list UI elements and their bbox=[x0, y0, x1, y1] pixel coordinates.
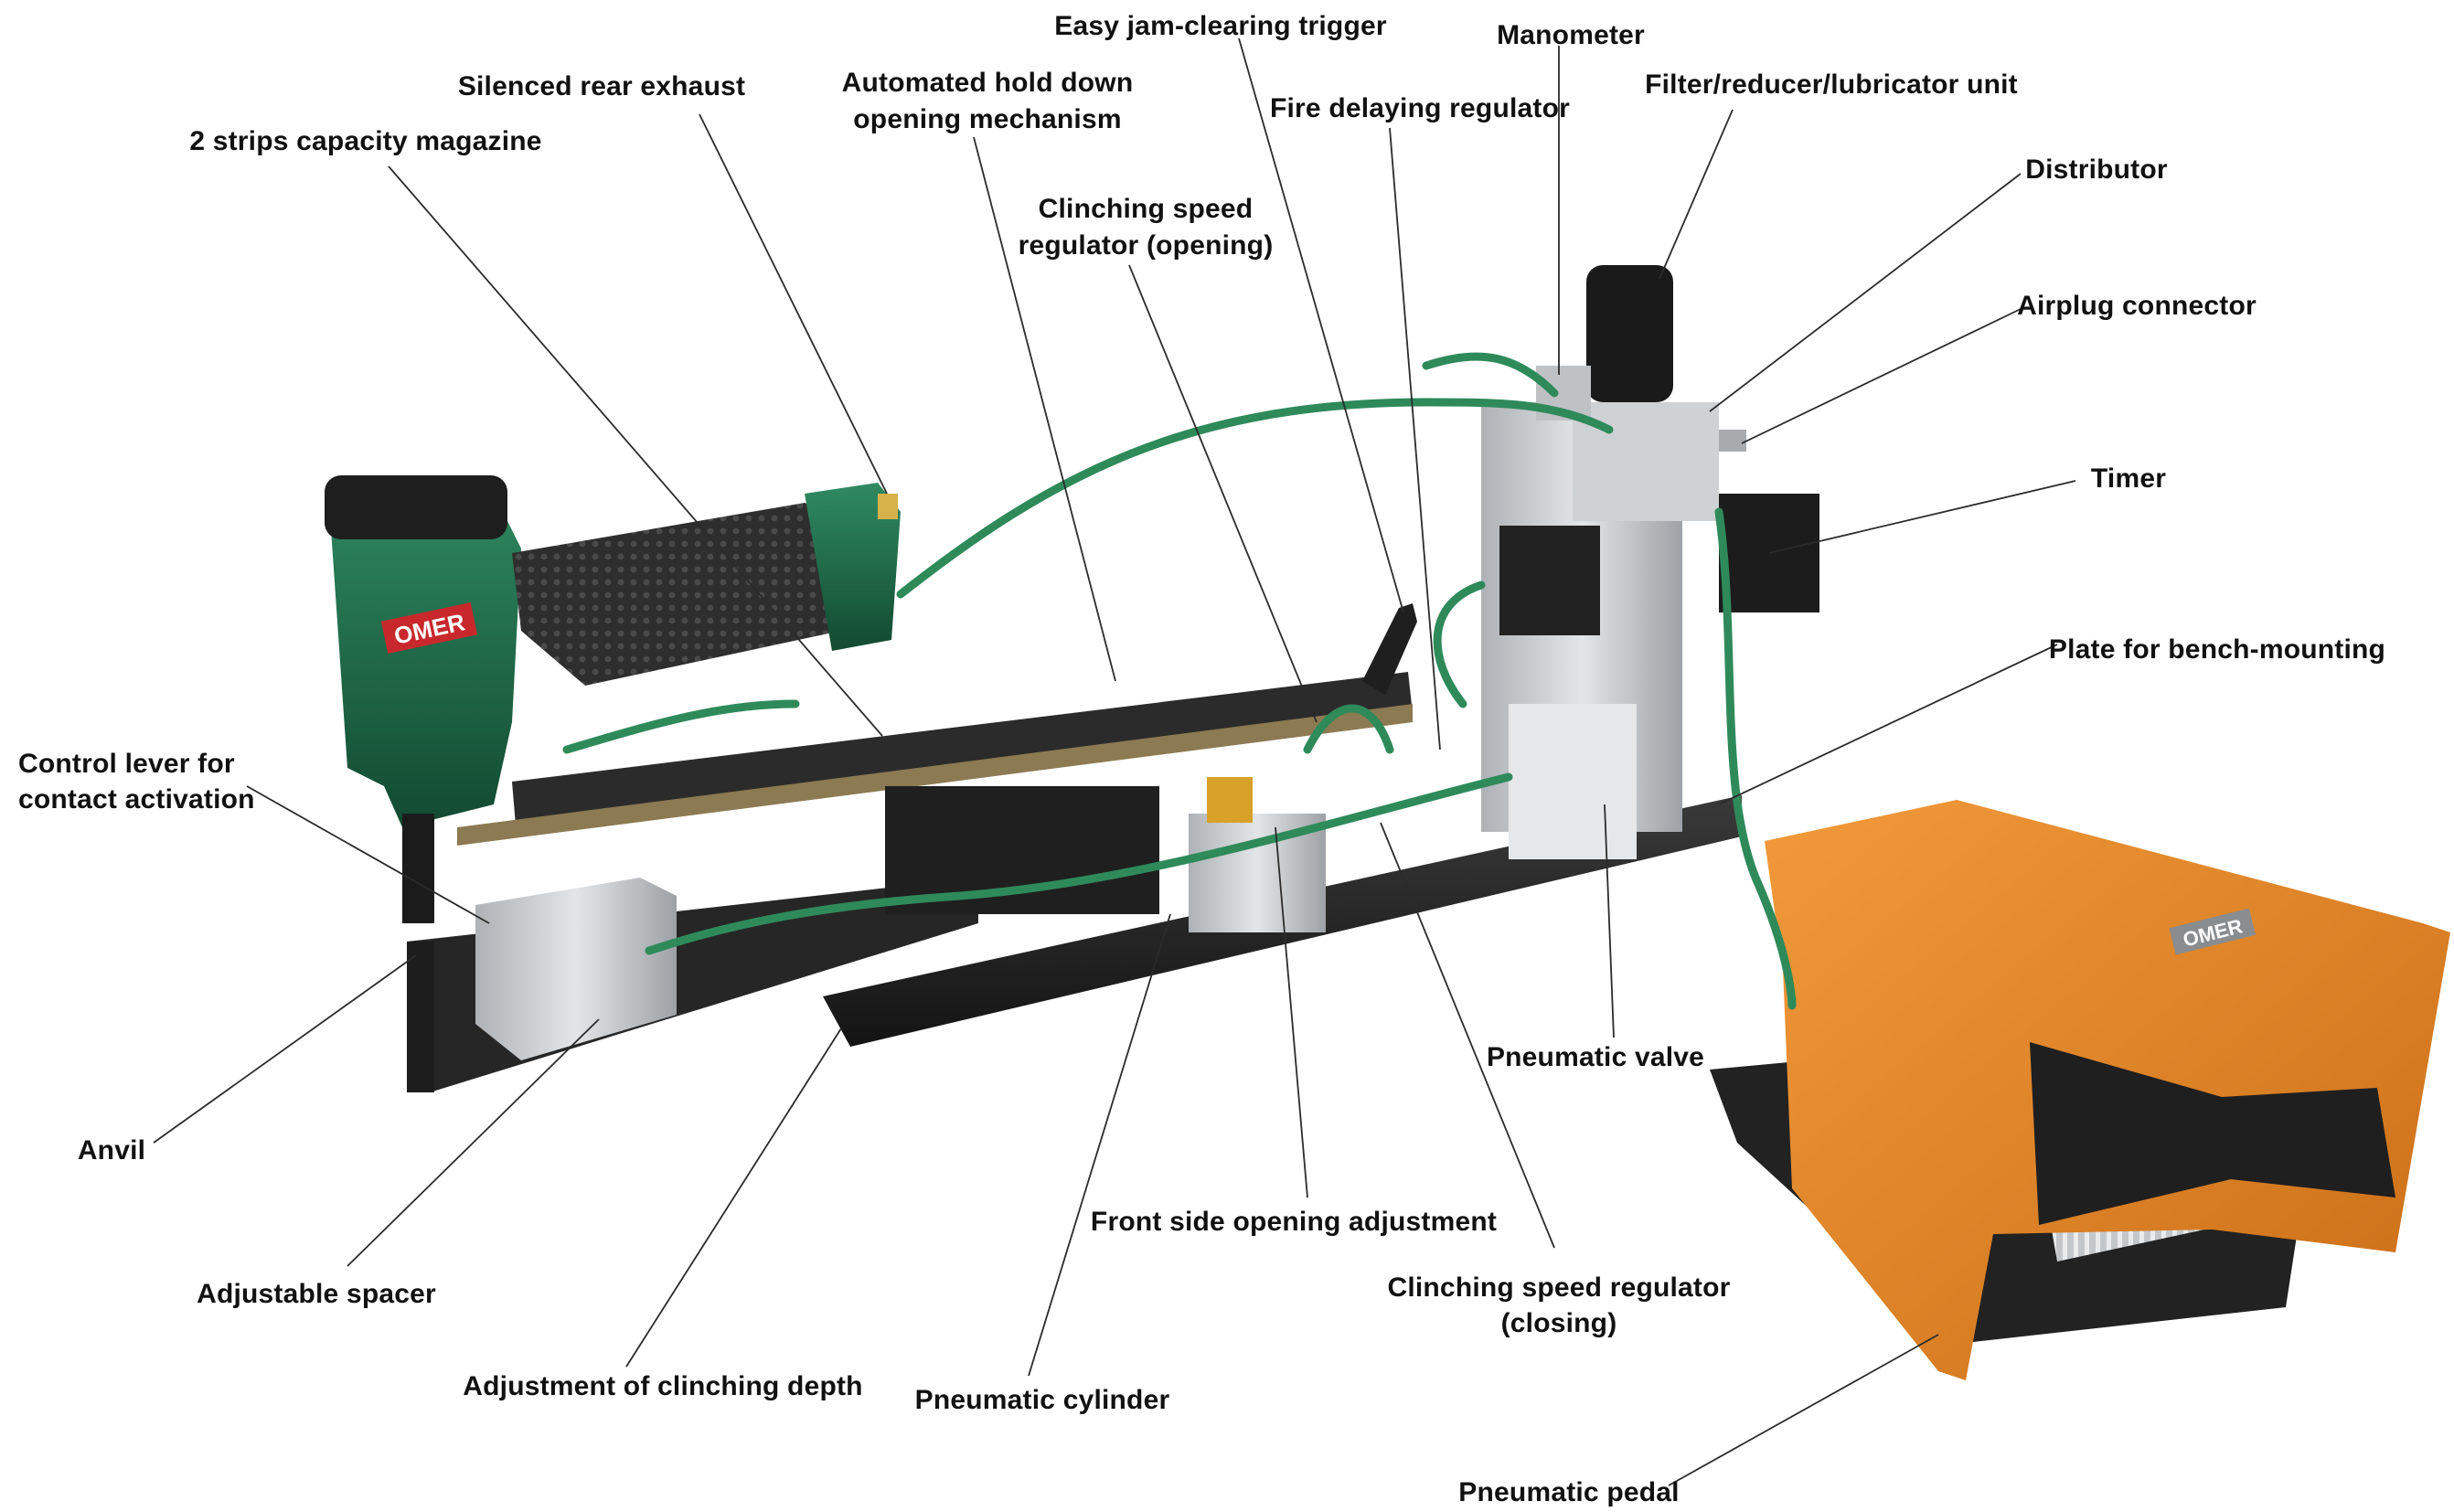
label-plate-bench-mounting: Plate for bench-mounting bbox=[2049, 634, 2385, 665]
label-clinching-speed-opening-line2: regulator (opening) bbox=[1019, 230, 1274, 261]
label-clinching-speed-opening-line1: Clinching speed bbox=[1039, 194, 1254, 224]
label-front-side-opening: Front side opening adjustment bbox=[1091, 1207, 1497, 1237]
leader-pneumatic-valve bbox=[1604, 804, 1615, 1038]
leader-lines bbox=[153, 37, 2076, 1486]
leader-control-lever bbox=[246, 785, 490, 924]
stapler-cap bbox=[325, 475, 507, 539]
stapler-handle bbox=[512, 503, 841, 686]
label-adjustable-spacer: Adjustable spacer bbox=[197, 1279, 436, 1309]
label-silenced-rear-exhaust: Silenced rear exhaust bbox=[458, 71, 745, 101]
label-pneumatic-pedal: Pneumatic pedal bbox=[1458, 1477, 1679, 1507]
pedal-guard-opening bbox=[2030, 1042, 2395, 1225]
label-pneumatic-cylinder: Pneumatic cylinder bbox=[915, 1385, 1170, 1415]
leader-filter-reducer-lubricator bbox=[1659, 109, 1734, 280]
pneumatic-valve-body bbox=[1509, 704, 1637, 859]
label-automated-hold-down-line1: Automated hold down bbox=[842, 68, 1134, 98]
magazine-strip bbox=[457, 704, 1413, 846]
label-timer: Timer bbox=[2091, 463, 2166, 494]
rear-exhaust bbox=[805, 483, 901, 651]
machine-illustration: OMER OMER bbox=[325, 265, 2450, 1380]
label-anvil: Anvil bbox=[78, 1135, 145, 1166]
leader-airplug-connector bbox=[1741, 308, 2022, 444]
label-fire-delaying-regulator: Fire delaying regulator bbox=[1270, 93, 1570, 123]
stapler-body bbox=[329, 475, 521, 827]
label-clinching-speed-closing-line1: Clinching speed regulator bbox=[1387, 1272, 1730, 1303]
leader-timer bbox=[1768, 480, 2076, 554]
leader-2-strips-magazine bbox=[388, 165, 883, 737]
label-airplug-connector: Airplug connector bbox=[2017, 291, 2257, 321]
air-hoses bbox=[562, 352, 1797, 1010]
leader-plate-bench-mounting bbox=[1718, 644, 2058, 805]
adjustable-spacer-block bbox=[475, 878, 677, 1060]
stapler-nose bbox=[402, 814, 434, 923]
leader-automated-hold-down bbox=[973, 136, 1116, 682]
leader-clinching-speed-opening bbox=[1128, 264, 1318, 723]
rear-exhaust-tip bbox=[878, 494, 898, 519]
label-control-lever-line1: Control lever for bbox=[18, 749, 235, 779]
leader-distributor bbox=[1709, 173, 2022, 412]
leader-anvil bbox=[153, 954, 417, 1144]
label-clinching-depth: Adjustment of clinching depth bbox=[463, 1371, 862, 1401]
leader-front-side-opening bbox=[1275, 826, 1308, 1198]
label-filter-reducer-lubricator: Filter/reducer/lubricator unit bbox=[1645, 69, 2018, 100]
pneumatic-pedal-illustration: OMER bbox=[1710, 800, 2450, 1380]
jam-clearing-trigger bbox=[1362, 603, 1417, 695]
leader-clinching-depth bbox=[625, 1028, 842, 1368]
clinching-depth-block bbox=[1207, 777, 1253, 823]
anvil-post bbox=[407, 942, 434, 1092]
airplug-stub bbox=[1719, 430, 1746, 452]
label-distributor: Distributor bbox=[2025, 154, 2168, 185]
label-clinching-speed-closing-line2: (closing) bbox=[1501, 1308, 1617, 1338]
label-2-strips-magazine: 2 strips capacity magazine bbox=[189, 126, 541, 156]
fire-delaying-regulator-block bbox=[1499, 526, 1600, 635]
leader-clinching-speed-closing bbox=[1380, 822, 1555, 1249]
label-automated-hold-down-line2: opening mechanism bbox=[853, 104, 1121, 134]
leader-fire-delaying-regulator bbox=[1389, 127, 1441, 751]
leader-adjustable-spacer bbox=[347, 1018, 600, 1267]
leader-pneumatic-cylinder bbox=[1028, 913, 1171, 1377]
label-pneumatic-valve: Pneumatic valve bbox=[1487, 1042, 1704, 1072]
label-manometer: Manometer bbox=[1497, 20, 1645, 50]
leader-pneumatic-pedal bbox=[1668, 1334, 1939, 1486]
label-control-lever-line2: contact activation bbox=[18, 784, 255, 815]
filter-regulator-bowl bbox=[1586, 265, 1673, 402]
leader-silenced-rear-exhaust bbox=[699, 113, 888, 495]
leader-easy-jam-clearing-trigger bbox=[1238, 37, 1404, 613]
label-easy-jam-clearing-trigger: Easy jam-clearing trigger bbox=[1054, 11, 1387, 41]
callout-labels: Easy jam-clearing trigger Manometer Sile… bbox=[18, 11, 2385, 1507]
